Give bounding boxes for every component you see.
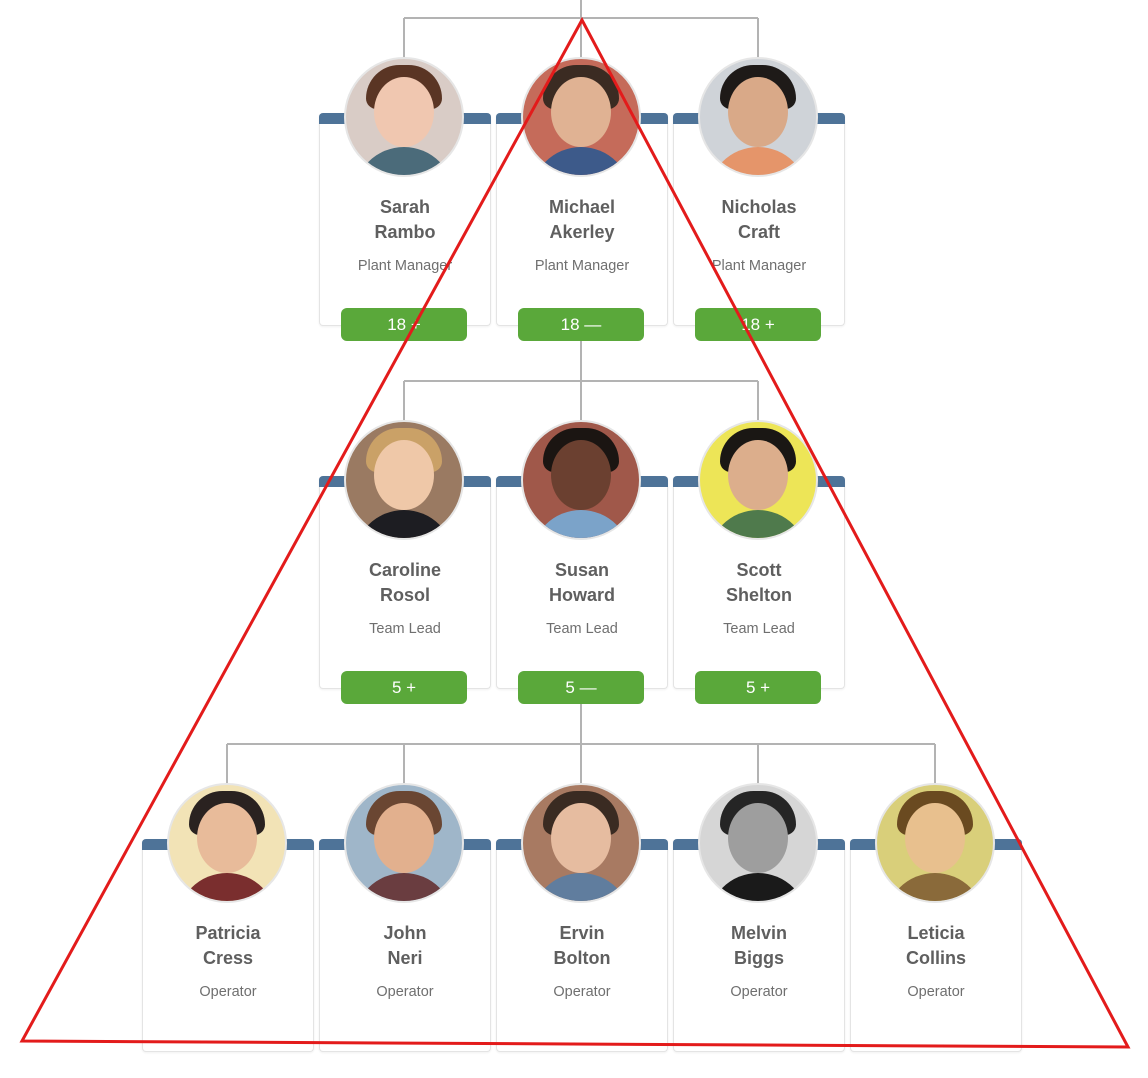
person-first-name: Leticia <box>907 923 965 943</box>
avatar <box>344 783 464 903</box>
person-first-name: Patricia <box>195 923 261 943</box>
avatar <box>521 420 641 540</box>
person-last-name: Bolton <box>553 948 611 968</box>
person-first-name: John <box>383 923 427 943</box>
person-role: Operator <box>376 984 434 1000</box>
avatar <box>698 783 818 903</box>
avatar-face <box>905 803 965 873</box>
person-first-name: Ervin <box>559 923 605 943</box>
person-last-name: Rosol <box>379 585 430 605</box>
avatar-body <box>177 873 277 901</box>
person-first-name: Caroline <box>368 560 442 580</box>
person-last-name: Howard <box>548 585 615 605</box>
person-role: Operator <box>553 984 611 1000</box>
person-last-name: Biggs <box>733 948 784 968</box>
subordinate-count-button[interactable]: 18 + <box>695 308 821 341</box>
person-last-name: Neri <box>387 948 423 968</box>
person-last-name: Akerley <box>549 222 615 242</box>
person-role: Team Lead <box>723 621 795 637</box>
subordinate-count-button[interactable]: 18 + <box>341 308 467 341</box>
avatar-face <box>374 803 434 873</box>
avatar-body <box>531 873 631 901</box>
person-role: Plant Manager <box>534 258 630 274</box>
avatar-body <box>354 147 454 175</box>
avatar-face <box>728 440 788 510</box>
avatar-body <box>885 873 985 901</box>
avatar-body <box>708 873 808 901</box>
person-last-name: Shelton <box>726 585 792 605</box>
avatar-face <box>197 803 257 873</box>
avatar <box>875 783 995 903</box>
avatar <box>521 783 641 903</box>
avatar-body <box>531 510 631 538</box>
avatar-body <box>354 510 454 538</box>
person-first-name: Michael <box>548 197 616 217</box>
person-role: Operator <box>730 984 788 1000</box>
avatar <box>698 57 818 177</box>
subordinate-count-button[interactable]: 5 — <box>518 671 644 704</box>
avatar-face <box>374 440 434 510</box>
subordinate-count-button[interactable]: 5 + <box>341 671 467 704</box>
avatar-body <box>708 510 808 538</box>
person-first-name: Nicholas <box>721 197 797 217</box>
avatar <box>167 783 287 903</box>
person-first-name: Scott <box>736 560 782 580</box>
avatar <box>521 57 641 177</box>
avatar-body <box>531 147 631 175</box>
person-last-name: Collins <box>905 948 966 968</box>
avatar <box>698 420 818 540</box>
person-role: Operator <box>907 984 965 1000</box>
avatar-face <box>728 803 788 873</box>
avatar <box>344 57 464 177</box>
subordinate-count-button[interactable]: 18 — <box>518 308 644 341</box>
person-role: Operator <box>199 984 257 1000</box>
person-role: Team Lead <box>369 621 441 637</box>
person-first-name: Sarah <box>379 197 431 217</box>
person-first-name: Susan <box>554 560 610 580</box>
person-last-name: Rambo <box>374 222 436 242</box>
subordinate-count-button[interactable]: 5 + <box>695 671 821 704</box>
avatar <box>344 420 464 540</box>
avatar-face <box>728 77 788 147</box>
person-last-name: Craft <box>737 222 780 242</box>
person-role: Team Lead <box>546 621 618 637</box>
avatar-face <box>374 77 434 147</box>
avatar-face <box>551 440 611 510</box>
avatar-face <box>551 803 611 873</box>
person-role: Plant Manager <box>711 258 807 274</box>
person-last-name: Cress <box>202 948 254 968</box>
avatar-body <box>354 873 454 901</box>
avatar-body <box>708 147 808 175</box>
person-role: Plant Manager <box>357 258 453 274</box>
person-first-name: Melvin <box>730 923 787 943</box>
avatar-face <box>551 77 611 147</box>
